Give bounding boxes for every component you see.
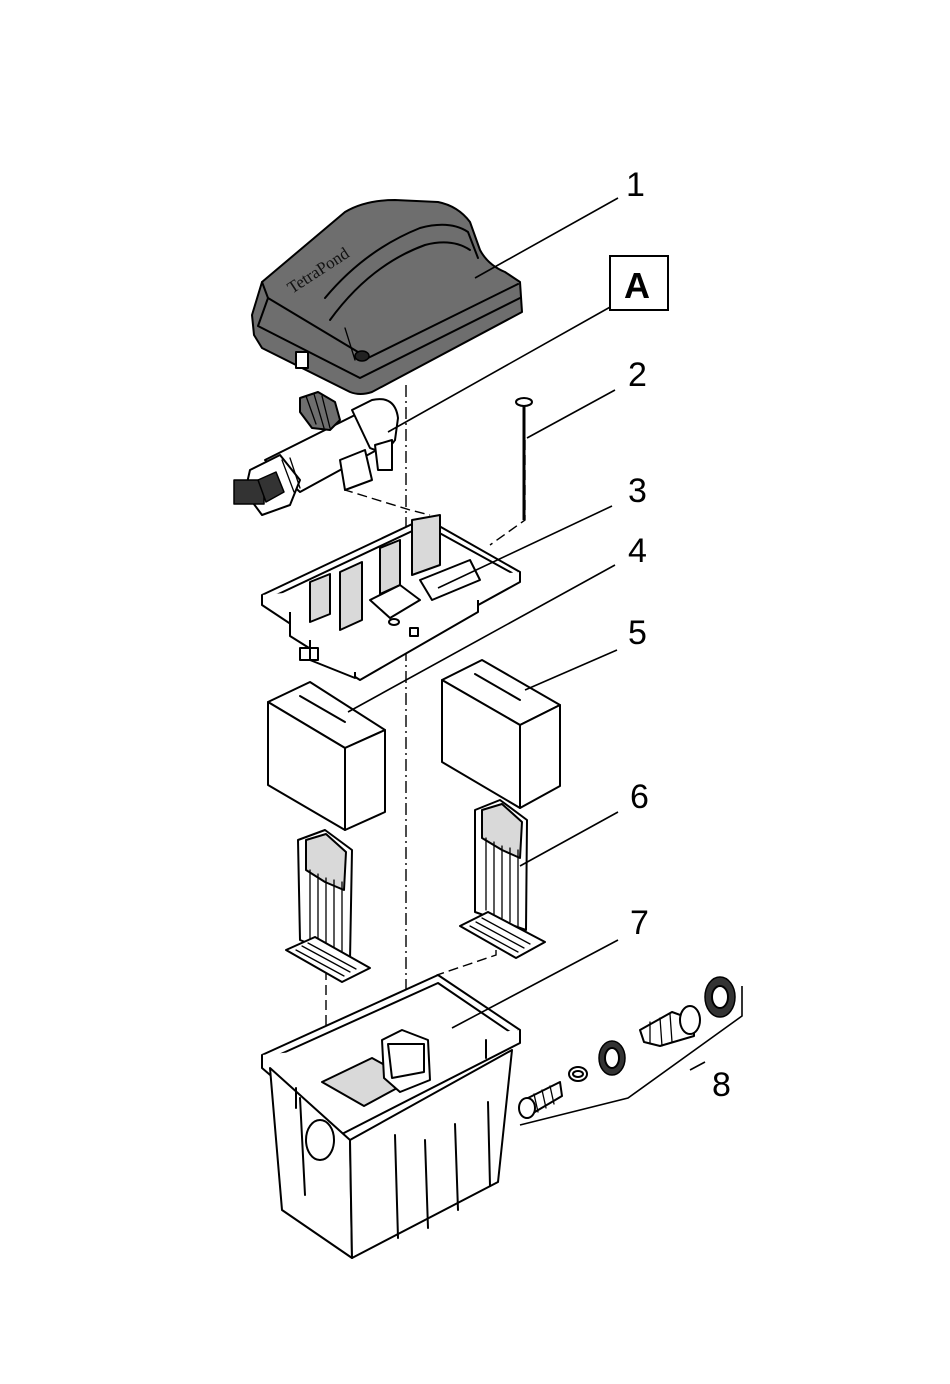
callout-1: 1 bbox=[626, 166, 645, 204]
sponge-holder-right bbox=[460, 800, 545, 958]
cleaning-pin bbox=[516, 398, 532, 520]
filter-box bbox=[262, 975, 520, 1258]
callout-4: 4 bbox=[628, 532, 647, 570]
callout-7: 7 bbox=[630, 904, 649, 942]
callout-a: A bbox=[624, 265, 650, 306]
lid: TetraPond bbox=[252, 200, 522, 394]
callout-5: 5 bbox=[628, 614, 647, 652]
callout-6: 6 bbox=[630, 778, 649, 816]
hose-fittings bbox=[519, 977, 742, 1125]
callout-labels: 1 A 2 3 4 5 6 7 8 bbox=[610, 166, 731, 1104]
filter-sponge-left bbox=[268, 682, 385, 830]
insert-tray bbox=[262, 515, 520, 680]
callout-2: 2 bbox=[628, 356, 647, 394]
callout-8: 8 bbox=[712, 1066, 731, 1104]
uvc-clarifier bbox=[234, 392, 398, 515]
sponge-holder-left bbox=[286, 830, 370, 982]
callout-3: 3 bbox=[628, 472, 647, 510]
